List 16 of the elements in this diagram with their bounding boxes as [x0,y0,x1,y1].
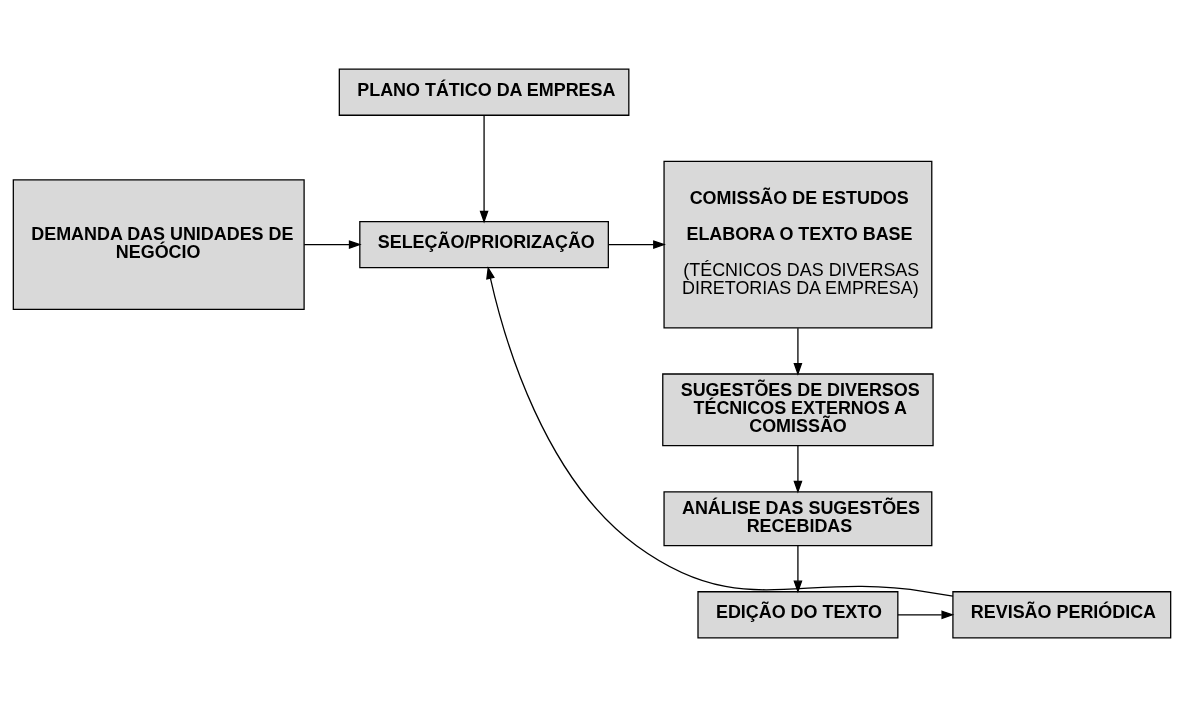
node-box: REVISÃO PERIÓDICA [952,590,1172,638]
node-box: ANÁLISE DAS SUGESTÕES RECEBIDAS [663,490,933,546]
arrow [793,544,803,593]
arrow [897,609,955,619]
node-box: COMISSÃO DE ESTUDOS ELABORA O TEXTO BASE (TÉCNICOS DAS DIVERSAS DIRETORIAS DA EMPRESA) [663,160,933,328]
node-box: SELEÇÃO/PRIORIZAÇÃO [359,220,609,268]
arrow [303,239,362,249]
arrow [607,239,666,249]
arrow [486,265,954,597]
arrow [793,327,803,376]
node-box: DEMANDA DAS UNIDADES DE NEGÓCIO [12,178,305,310]
arrow [479,114,489,223]
node-box: EDIÇÃO DO TEXTO [697,590,899,638]
arrow [793,444,803,494]
node-box: SUGESTÕES DE DIVERSOS TÉCNICOS EXTERNOS A COMISSÃO [662,372,934,446]
node-box: PLANO TÁTICO DA EMPRESA [338,68,630,116]
